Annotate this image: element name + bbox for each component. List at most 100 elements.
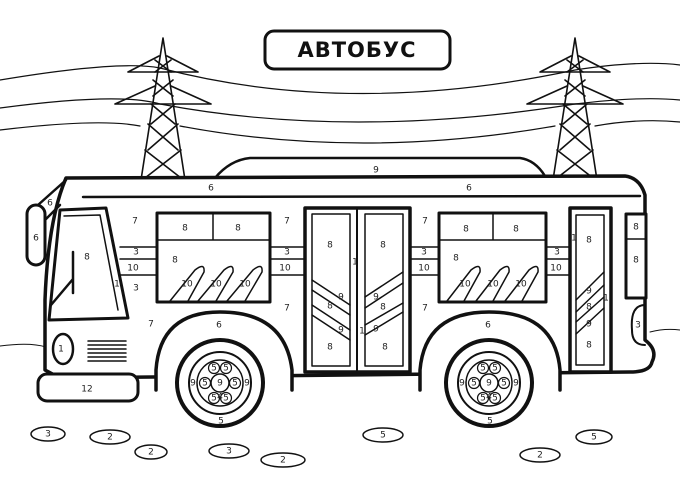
wheel-number: 5 bbox=[492, 394, 498, 404]
stone bbox=[30, 426, 66, 442]
region-number-door: 8 bbox=[380, 241, 386, 251]
region-number-body_mid: 7 bbox=[284, 217, 290, 227]
wheel-number: 5 bbox=[480, 364, 486, 374]
wheel-number: 5 bbox=[202, 379, 208, 389]
hub-bolt bbox=[219, 391, 233, 405]
stone-number: 5 bbox=[591, 433, 597, 443]
region-number-front: 6 bbox=[33, 234, 39, 244]
region-number-window2: 10 bbox=[487, 280, 499, 290]
wheel-number: 9 bbox=[459, 379, 465, 389]
hub-bolt bbox=[207, 391, 221, 405]
region-number-window1: 10 bbox=[210, 280, 222, 290]
region-number-rear: 6 bbox=[485, 321, 491, 331]
region-number-rear: 8 bbox=[586, 236, 592, 246]
region-number-front: 3 bbox=[133, 284, 139, 294]
hub-bolt bbox=[228, 376, 242, 390]
region-number-rear: 10 bbox=[550, 264, 562, 274]
hub-bolt bbox=[219, 361, 233, 375]
wheel-number: 5 bbox=[223, 364, 229, 374]
power-lines bbox=[0, 62, 680, 144]
region-number-rear: 3 bbox=[635, 321, 641, 331]
region-number-front: 6 bbox=[47, 199, 53, 209]
region-number-rear: 8 bbox=[586, 303, 592, 313]
region-number-door: 9 bbox=[373, 293, 379, 303]
ground-line bbox=[0, 328, 680, 348]
region-number-window1: 8 bbox=[235, 224, 241, 234]
stone bbox=[134, 444, 168, 460]
region-number-roof: 9 bbox=[373, 166, 379, 176]
region-number-door: 8 bbox=[380, 303, 386, 313]
region-number-body_mid: 6 bbox=[216, 321, 222, 331]
wheel-number: 9 bbox=[513, 379, 519, 389]
wheel-number: 4 bbox=[217, 393, 223, 403]
region-number-rear: 1 bbox=[571, 234, 577, 244]
power-tower-right bbox=[526, 37, 624, 181]
stone bbox=[260, 452, 306, 468]
stone-number: 2 bbox=[280, 456, 286, 466]
region-number-window2: 8 bbox=[513, 225, 519, 235]
hub-bolt bbox=[198, 376, 212, 390]
region-number-door: 8 bbox=[327, 302, 333, 312]
wheel-number: 5 bbox=[501, 379, 507, 389]
stone-number: 5 bbox=[380, 431, 386, 441]
region-number-rear: 8 bbox=[633, 223, 639, 233]
wheel-number: 5 bbox=[232, 379, 238, 389]
region-number-body_mid2: 7 bbox=[422, 217, 428, 227]
region-number-front: 1 bbox=[58, 345, 64, 355]
region-number-rear: 9 bbox=[586, 320, 592, 330]
region-number-rear: 9 bbox=[586, 287, 592, 297]
region-number-window2: 10 bbox=[459, 280, 471, 290]
hub-bolt bbox=[467, 376, 481, 390]
region-number-door: 9 bbox=[338, 293, 344, 303]
region-number-window2: 8 bbox=[453, 254, 459, 264]
region-number-front: 8 bbox=[84, 253, 90, 263]
region-number-rear: 3 bbox=[554, 248, 560, 258]
region-number-front: 7 bbox=[132, 217, 138, 227]
hub-bolt bbox=[488, 361, 502, 375]
hub-bolt bbox=[207, 361, 221, 375]
region-number-window2: 10 bbox=[515, 280, 527, 290]
hub-bolt bbox=[488, 391, 502, 405]
wheel-number: 5 bbox=[487, 417, 493, 427]
region-number-window1: 8 bbox=[172, 256, 178, 266]
region-number-window1: 10 bbox=[181, 280, 193, 290]
title-plate: АВТОБУС bbox=[263, 29, 452, 71]
wheel-number: 5 bbox=[218, 417, 224, 427]
wheel-number: 5 bbox=[223, 394, 229, 404]
wheel-number: 5 bbox=[211, 394, 217, 404]
stone-number: 2 bbox=[148, 448, 154, 458]
wheel-number: 5 bbox=[471, 379, 477, 389]
region-number-body_mid2: 7 bbox=[422, 304, 428, 314]
wheel-rear bbox=[444, 338, 534, 428]
stone-number: 2 bbox=[107, 433, 113, 443]
stone-number: 2 bbox=[537, 451, 543, 461]
region-number-door: 9 bbox=[338, 326, 344, 336]
region-number-front: 7 bbox=[148, 320, 154, 330]
region-number-body_mid2: 3 bbox=[421, 248, 427, 258]
region-number-door: 8 bbox=[327, 343, 333, 353]
region-number-front: 3 bbox=[133, 248, 139, 258]
bus bbox=[25, 156, 656, 403]
region-number-rear: 8 bbox=[586, 341, 592, 351]
region-number-body_mid: 7 bbox=[284, 304, 290, 314]
hub-bolt bbox=[497, 376, 511, 390]
stone-number: 3 bbox=[45, 430, 51, 440]
wheel-number: 9 bbox=[190, 379, 196, 389]
stone bbox=[89, 429, 131, 445]
region-number-door: 8 bbox=[327, 241, 333, 251]
region-number-front: 1 bbox=[114, 280, 120, 290]
wheel-number: 9 bbox=[486, 379, 492, 389]
stone bbox=[362, 427, 404, 443]
stone bbox=[208, 443, 250, 459]
region-number-roof: 6 bbox=[208, 184, 214, 194]
region-number-front: 12 bbox=[81, 385, 92, 395]
wheel-front bbox=[175, 338, 265, 428]
region-number-window1: 8 bbox=[182, 224, 188, 234]
region-number-door: 1 bbox=[359, 327, 365, 337]
stone bbox=[575, 429, 613, 445]
